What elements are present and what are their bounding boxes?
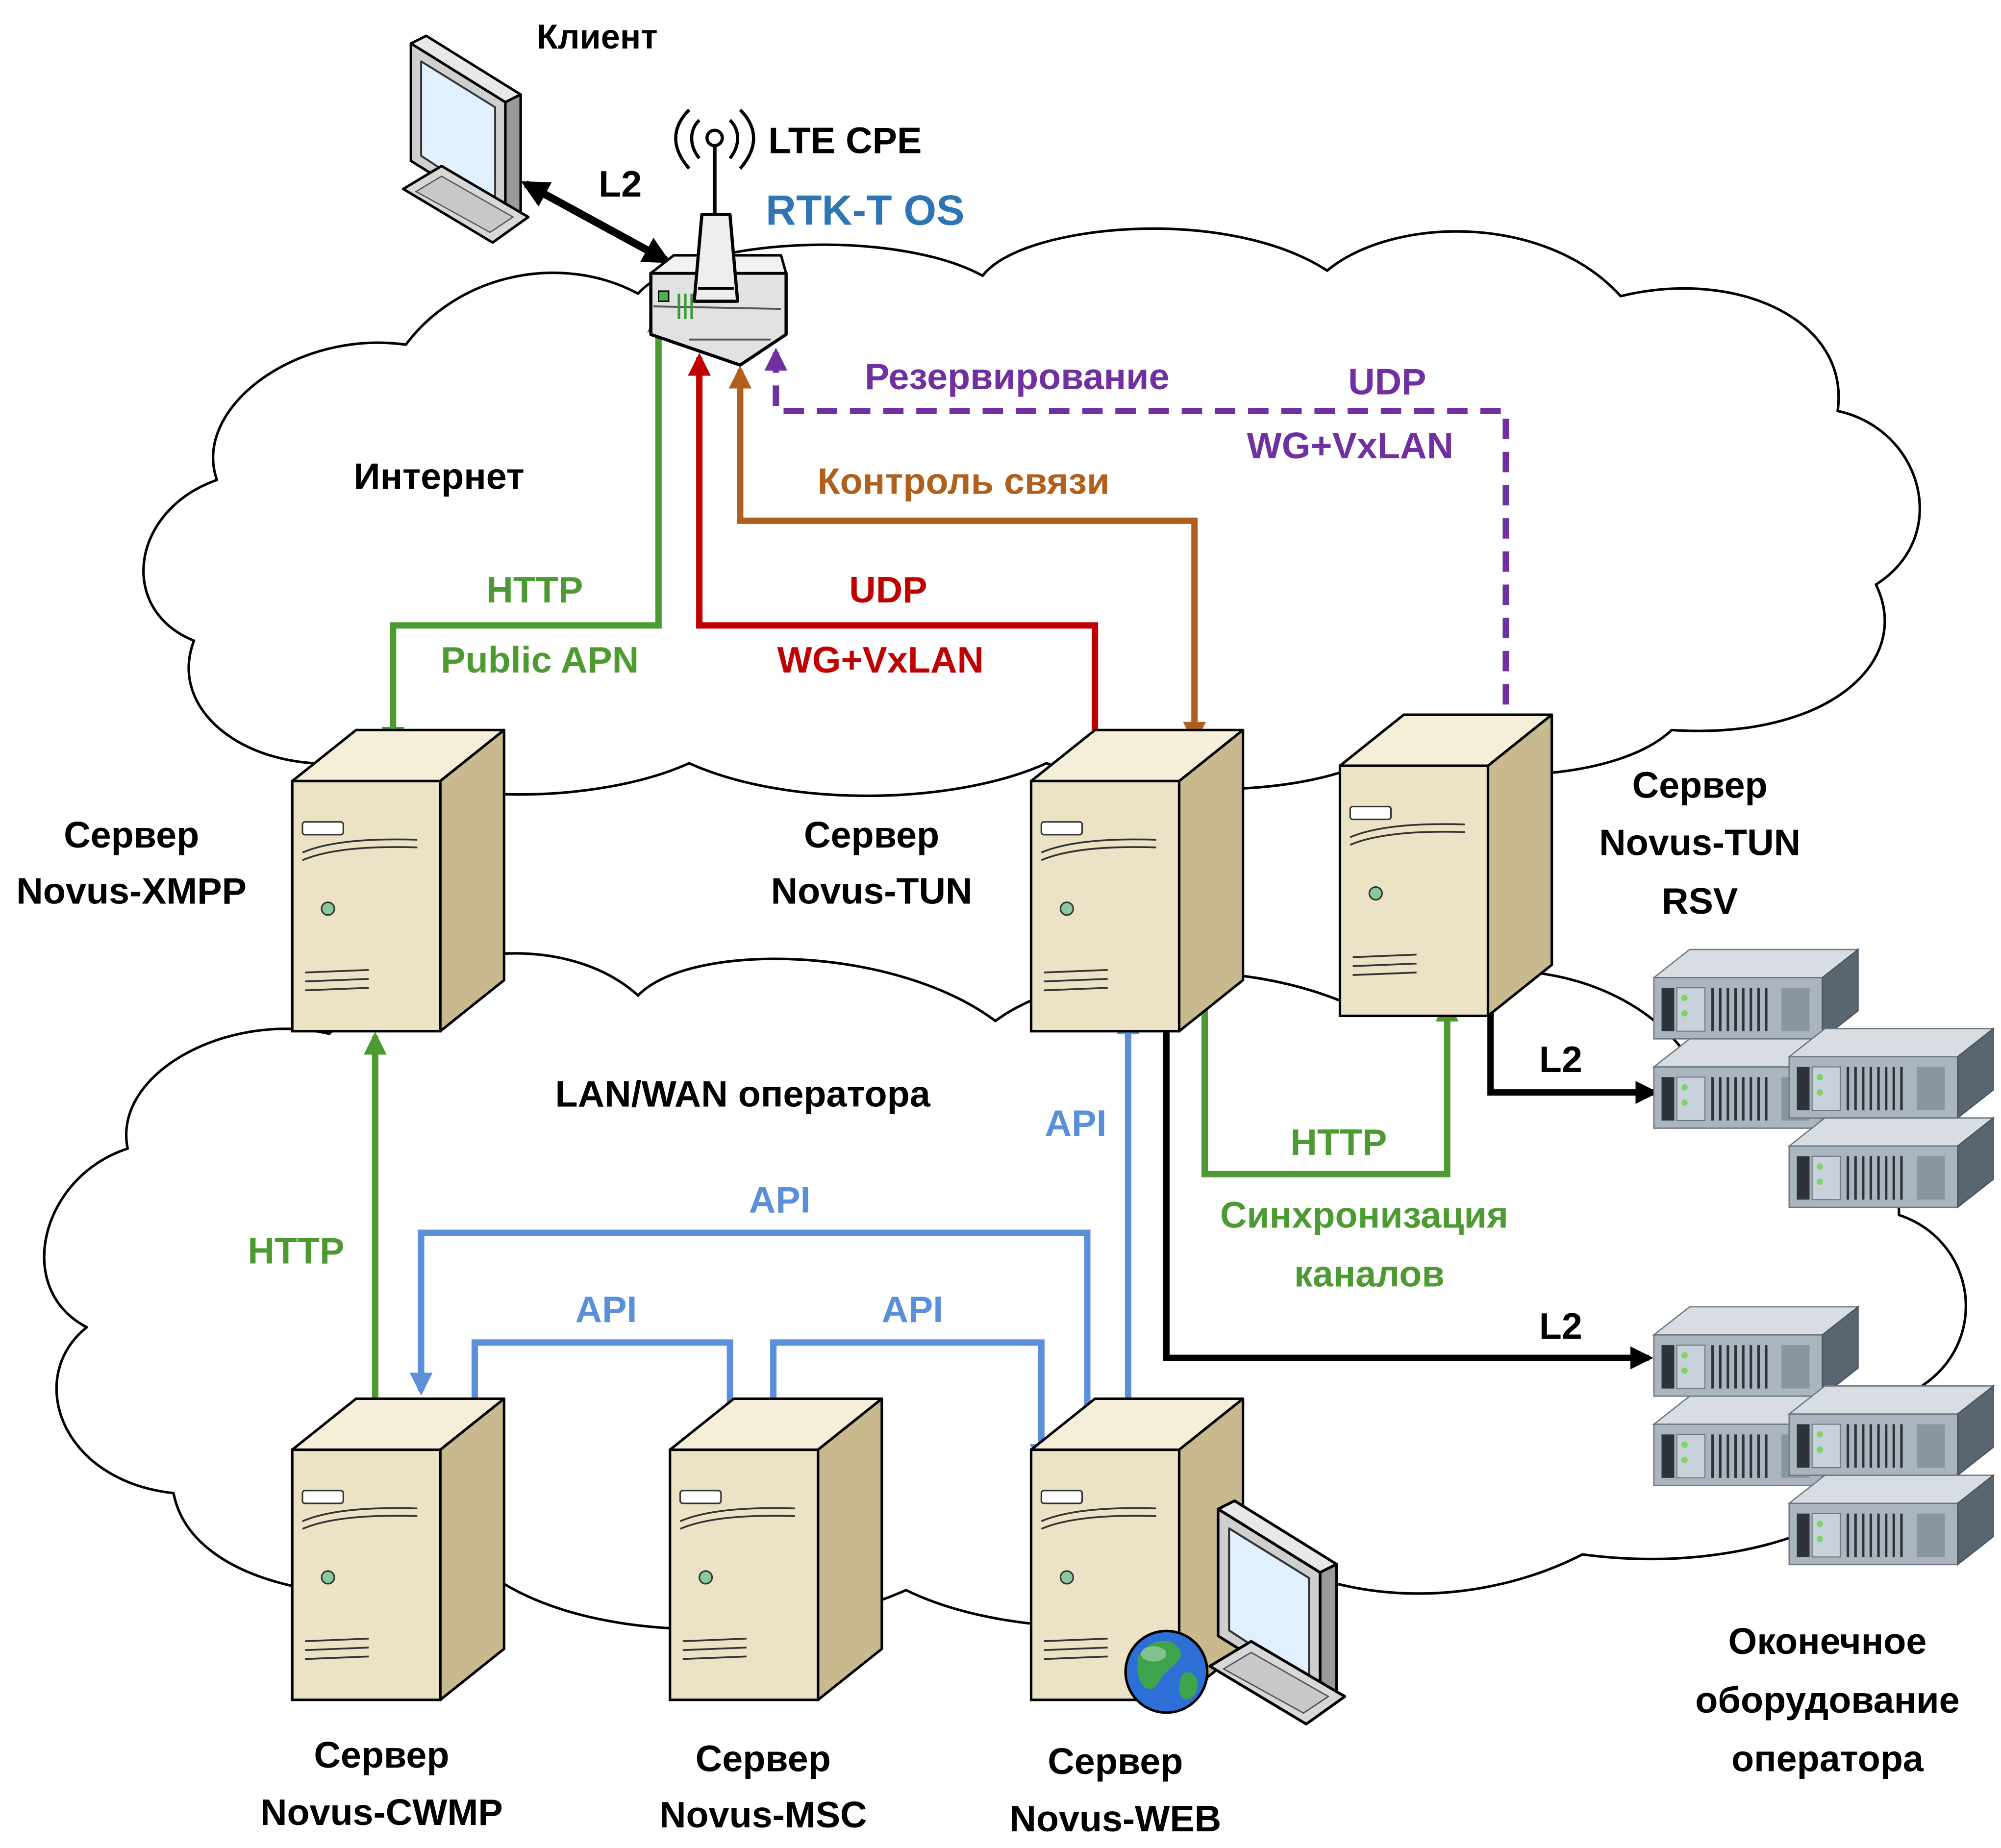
server-msc-label-1: Сервер — [696, 1738, 831, 1779]
sync-label-2: каналов — [1294, 1253, 1445, 1294]
globe-icon — [1124, 1629, 1209, 1714]
operator-equipment-label-1: Оконечное — [1728, 1621, 1927, 1662]
rsv-l2-label: L2 — [1539, 1039, 1582, 1080]
tun-l2-link — [1155, 991, 1653, 1370]
tun-l2-label: L2 — [1539, 1305, 1582, 1347]
reserve-wg-vxlan-label: WG+VxLAN — [1247, 425, 1454, 466]
server-cwmp-icon — [292, 1398, 504, 1699]
server-tun-rsv-label-1: Сервер — [1632, 764, 1768, 805]
api-right-label: API — [881, 1289, 943, 1330]
server-xmpp-label-1: Сервер — [64, 814, 199, 855]
server-tun-icon — [1031, 730, 1243, 1031]
wg-vxlan-link-label: WG+VxLAN — [777, 639, 984, 680]
server-tun-rsv-label-2: Novus-TUN — [1599, 822, 1801, 863]
sync-label-1: Синхронизация — [1220, 1195, 1508, 1236]
http-public-apn-link — [381, 309, 670, 750]
reserve-udp-label: UDP — [1348, 361, 1426, 402]
cpe-label: LTE CPE — [768, 120, 922, 161]
server-msc-icon — [670, 1398, 882, 1699]
client-cpe-link — [521, 180, 671, 264]
internet-zone-label: Интернет — [353, 455, 524, 497]
server-tun-rsv-label-3: RSV — [1662, 880, 1738, 922]
internet-cloud — [142, 227, 1921, 797]
server-tun-label-1: Сервер — [804, 814, 939, 855]
reserve-link-label: Резервирование — [865, 356, 1169, 397]
client-cpe-link-label: L2 — [599, 163, 642, 204]
client-pc-icon — [403, 36, 528, 243]
cpe-os-label: RTK-T OS — [766, 187, 965, 234]
server-xmpp-label-2: Novus-XMPP — [16, 870, 247, 911]
msc-web-api-link — [762, 1339, 1053, 1467]
operator-equipment-label-3: оператора — [1731, 1738, 1924, 1779]
api-web-tun-label: API — [1045, 1102, 1107, 1144]
link-control-label: Контроль связи — [818, 461, 1110, 502]
server-web-label-1: Сервер — [1048, 1741, 1183, 1782]
server-web-label-2: Novus-WEB — [1009, 1798, 1221, 1839]
udp-link-label: UDP — [849, 569, 927, 610]
server-tun-label-2: Novus-TUN — [771, 870, 973, 911]
http-link-label: HTTP — [486, 569, 583, 610]
lan-wan-zone-label: LAN/WAN оператора — [555, 1073, 931, 1114]
api-top-label: API — [749, 1179, 811, 1220]
server-msc-label-2: Novus-MSC — [659, 1794, 867, 1835]
cwmp-web-api-link — [409, 1229, 1099, 1442]
xmpp-cwmp-http-label: HTTP — [248, 1230, 344, 1271]
client-label: Клиент — [537, 17, 658, 56]
sync-http-label: HTTP — [1290, 1122, 1387, 1163]
server-tun-rsv-icon — [1340, 715, 1551, 1016]
server-cwmp-label-1: Сервер — [314, 1734, 449, 1775]
cwmp-msc-api-link — [463, 1339, 742, 1442]
api-left-label: API — [575, 1289, 637, 1330]
public-apn-link-label: Public APN — [441, 639, 639, 680]
lte-cpe-icon — [649, 108, 788, 367]
rsv-l2-link — [1479, 978, 1659, 1104]
server-cwmp-label-2: Novus-CWMP — [260, 1792, 503, 1833]
operator-equipment-label-2: оборудование — [1695, 1679, 1959, 1721]
server-xmpp-icon — [292, 730, 504, 1031]
